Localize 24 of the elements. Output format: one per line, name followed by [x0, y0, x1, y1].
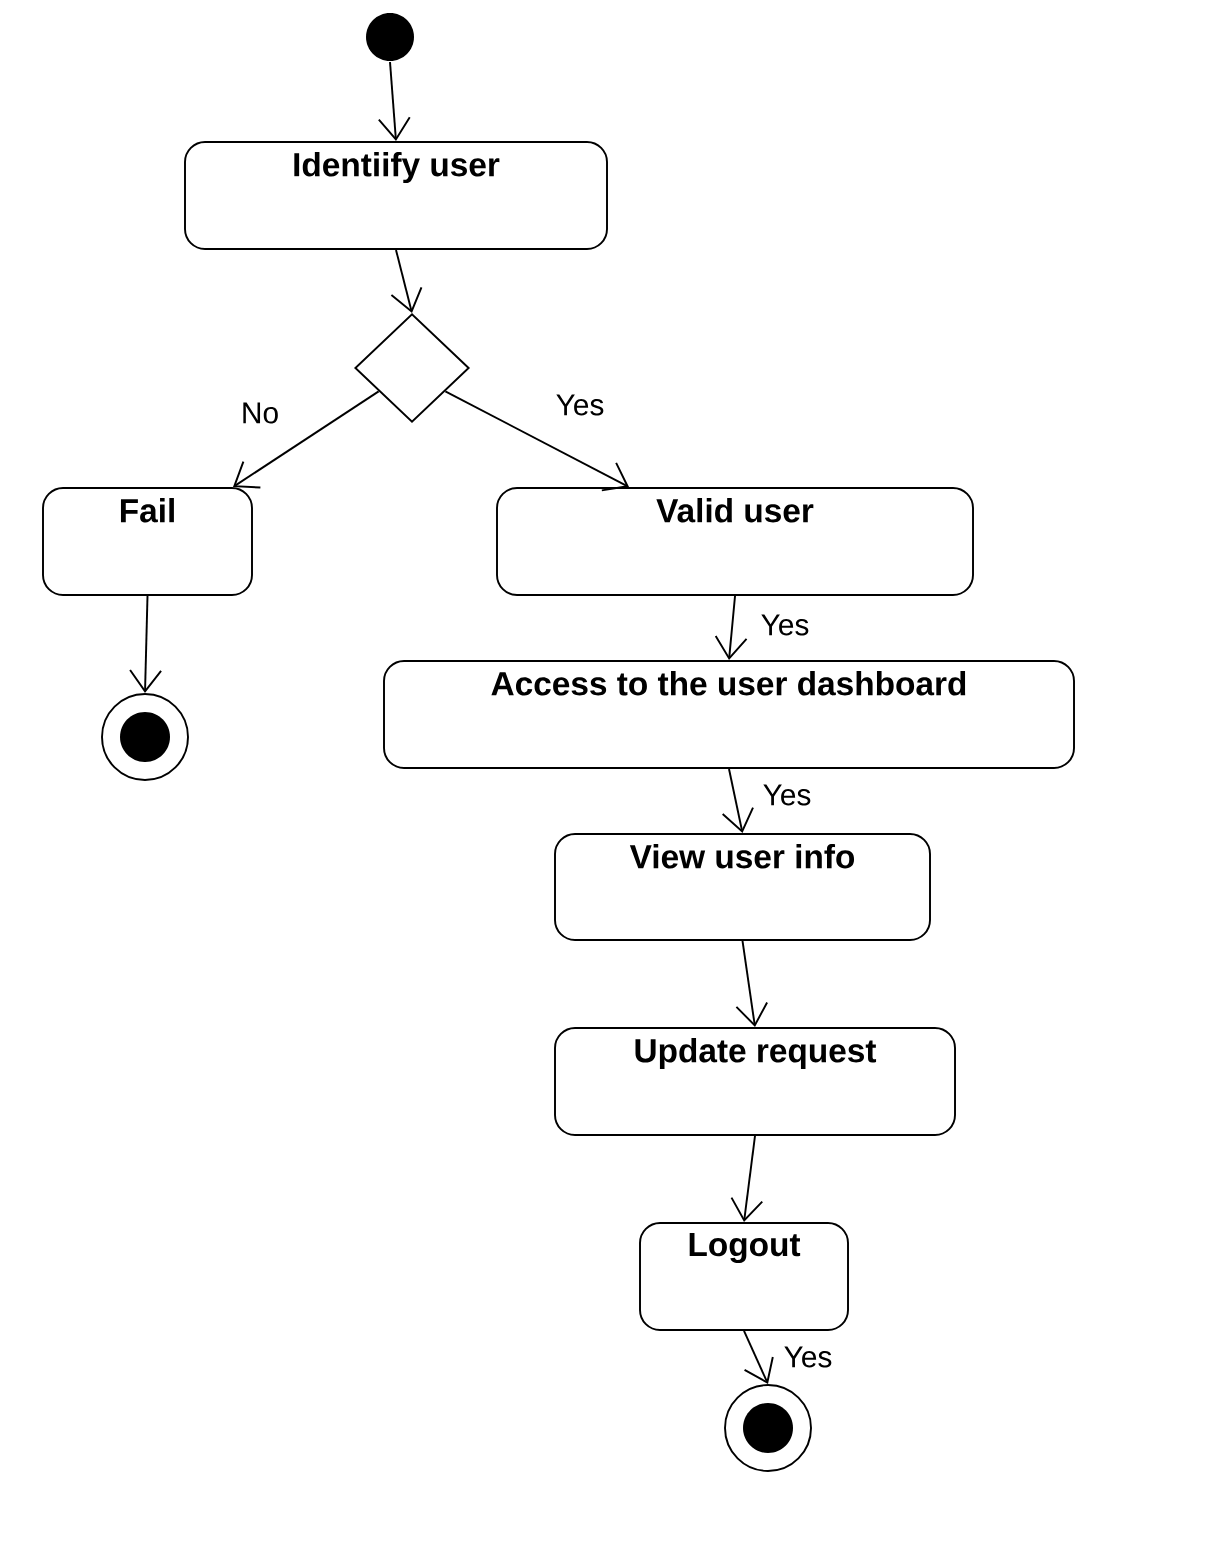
edge-label: Yes	[784, 1346, 832, 1368]
start-node	[366, 13, 414, 61]
edge-label: Yes	[761, 614, 809, 636]
arrow	[390, 249, 423, 314]
arrow	[721, 768, 754, 834]
edge-label: Yes	[556, 394, 604, 416]
activity-box: Valid user	[496, 487, 974, 596]
activity-box: View user info	[554, 833, 931, 941]
activity-box: Update request	[554, 1027, 956, 1136]
activity-box: Logout	[639, 1222, 849, 1331]
arrow	[232, 390, 380, 489]
arrow	[735, 940, 769, 1028]
activity-box: Fail	[42, 487, 253, 596]
arrow	[129, 595, 163, 694]
arrow	[730, 1135, 764, 1223]
edge-label: Yes	[763, 784, 811, 806]
activity-box: Identiify user	[184, 141, 608, 250]
edge-label: No	[243, 402, 278, 424]
arrow	[444, 390, 630, 492]
arrow	[377, 61, 411, 142]
activity-box: Access to the user dashboard	[383, 660, 1075, 769]
decision-diamond	[354, 313, 470, 423]
end-node	[724, 1384, 812, 1472]
end-node	[101, 693, 189, 781]
